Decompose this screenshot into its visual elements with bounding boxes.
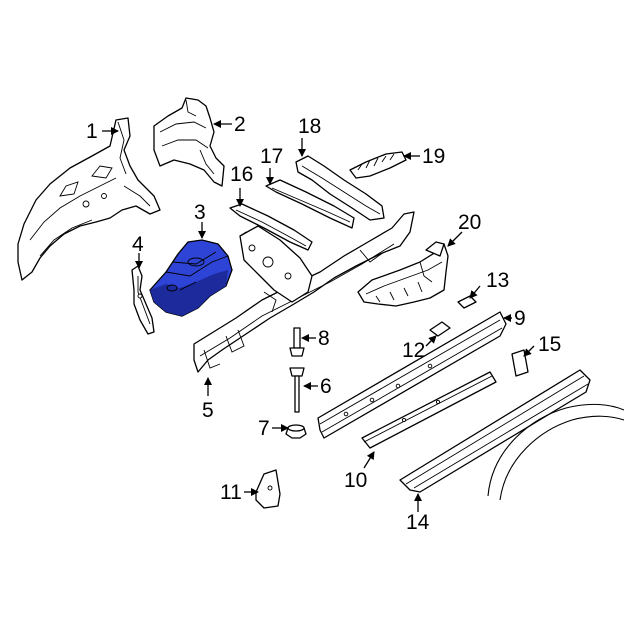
part-9-side-rail (317, 311, 507, 439)
callout-8: 8 (318, 327, 330, 350)
part-8-bolt (289, 327, 305, 357)
part-11-bracket (255, 469, 281, 509)
part-2-upper-panel (153, 97, 225, 187)
part-19-bracket (349, 151, 407, 179)
part-14-rocker (399, 369, 591, 493)
callout-15: 15 (538, 333, 562, 356)
part-13-clip (457, 295, 477, 309)
callout-20: 20 (458, 211, 482, 234)
part-17-rail (265, 179, 355, 229)
part-4-bracket (131, 265, 155, 335)
fender-outline (487, 403, 625, 501)
part-6-long-bolt (289, 367, 305, 413)
callout-14: 14 (406, 511, 430, 534)
callout-10: 10 (344, 469, 368, 492)
callout-4: 4 (132, 233, 144, 256)
part-1-wheelhouse (17, 117, 161, 281)
callout-2: 2 (234, 113, 246, 136)
part-12-clip (429, 321, 451, 337)
part-5-frame-rail (193, 211, 415, 373)
part-16-rail (229, 203, 313, 251)
callout-16: 16 (230, 163, 254, 186)
callout-7: 7 (258, 417, 270, 440)
callout-13: 13 (486, 269, 510, 292)
callout-6: 6 (320, 375, 332, 398)
callout-19: 19 (422, 145, 446, 168)
callout-9: 9 (514, 307, 526, 330)
callout-5: 5 (202, 399, 214, 422)
callout-3: 3 (194, 201, 206, 224)
callout-18: 18 (298, 115, 322, 138)
part-18-rail (295, 155, 385, 221)
callout-17: 17 (260, 145, 284, 168)
callout-1: 1 (86, 120, 98, 143)
leader-lines (102, 120, 535, 512)
part-10-lower-rail (361, 371, 497, 449)
callout-11: 11 (220, 481, 242, 504)
part-3-shock-tower-highlighted (149, 239, 233, 317)
callout-12: 12 (402, 339, 426, 362)
part-7-nut (285, 424, 307, 439)
part-20-tray (357, 241, 449, 307)
